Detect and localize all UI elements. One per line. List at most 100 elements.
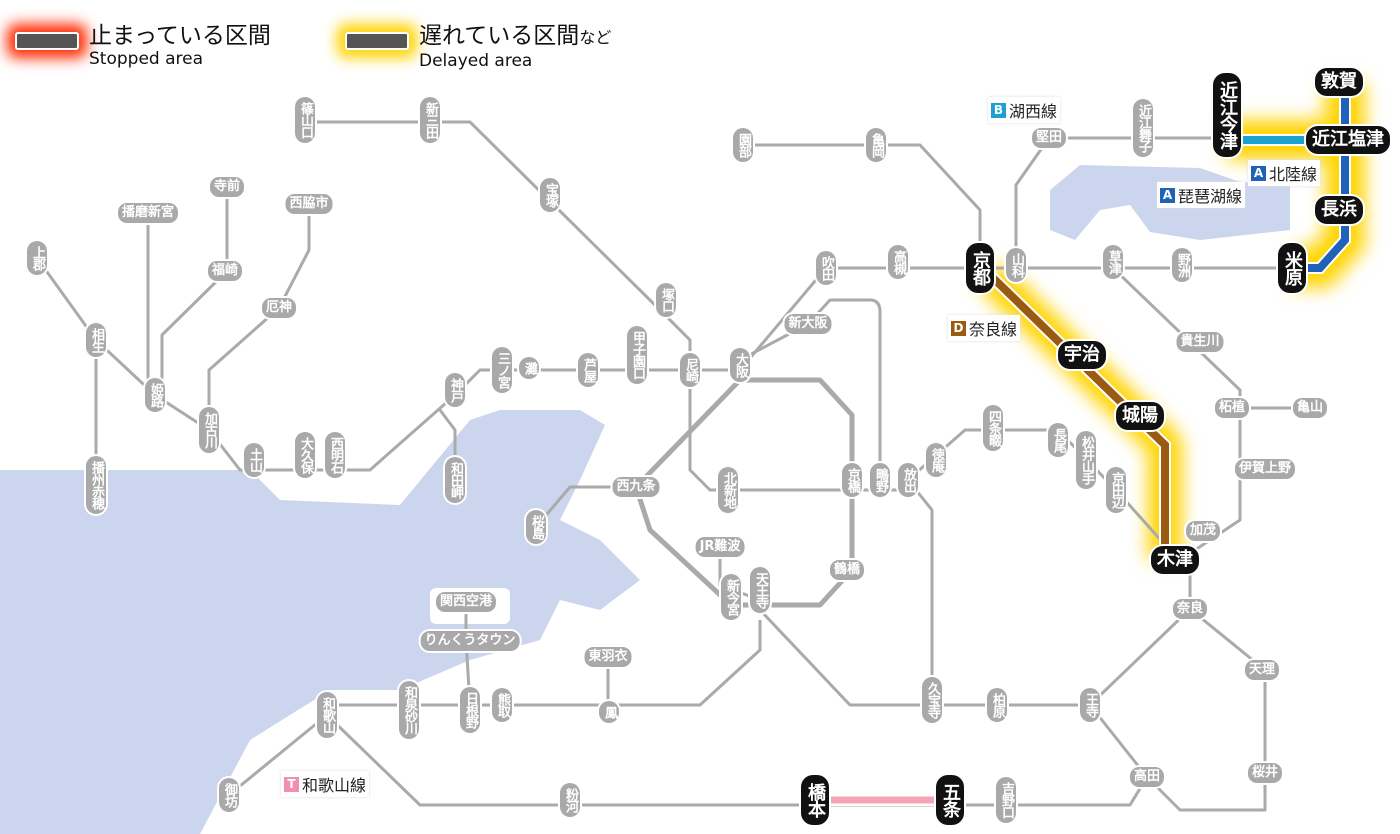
station-normal[interactable]: 堅田	[1031, 128, 1067, 148]
station-normal[interactable]: 日根野	[460, 687, 480, 733]
station-normal[interactable]: 加古川	[199, 407, 219, 453]
station-affected[interactable]: 長浜	[1315, 196, 1363, 224]
station-normal[interactable]: 新今宮	[721, 574, 741, 620]
station-affected[interactable]: 木津	[1151, 546, 1199, 574]
line-badge: D	[951, 320, 966, 336]
station-normal[interactable]: 鳳	[599, 701, 619, 723]
station-normal[interactable]: 久宝寺	[922, 677, 942, 723]
station-normal[interactable]: 北新地	[718, 467, 738, 513]
station-normal[interactable]: 長尾	[1048, 423, 1068, 457]
station-normal[interactable]: 篠山口	[295, 97, 315, 143]
station-normal[interactable]: 亀岡	[866, 128, 886, 162]
line-name: 奈良線	[969, 320, 1018, 339]
station-normal[interactable]: JR難波	[695, 537, 745, 557]
station-normal[interactable]: 西明石	[325, 432, 345, 478]
station-normal[interactable]: 三ノ宮	[492, 347, 512, 393]
station-normal[interactable]: 西脇市	[285, 194, 333, 214]
station-affected[interactable]: 橋本	[801, 775, 829, 825]
station-normal[interactable]: 吉野口	[996, 777, 1016, 823]
station-affected[interactable]: 京都	[966, 243, 994, 293]
legend-stopped: 止まっている区間 Stopped area	[15, 22, 271, 68]
station-normal[interactable]: 播磨新宮	[117, 203, 179, 223]
station-normal[interactable]: 近江舞子	[1133, 99, 1153, 157]
station-affected[interactable]: 米原	[1278, 243, 1306, 293]
station-normal[interactable]: 福崎	[207, 261, 243, 281]
station-normal[interactable]: 京田辺	[1106, 467, 1126, 513]
station-affected[interactable]: 敦賀	[1315, 68, 1363, 96]
station-normal[interactable]: 粉河	[560, 783, 580, 817]
station-normal[interactable]: 草津	[1103, 245, 1123, 279]
station-normal[interactable]: 塚口	[656, 283, 676, 317]
station-normal[interactable]: 桜井	[1247, 763, 1283, 783]
station-normal[interactable]: 天理	[1244, 660, 1280, 680]
station-affected[interactable]: 五条	[936, 775, 964, 825]
station-normal[interactable]: 柏原	[987, 688, 1007, 722]
line-name: 和歌山線	[302, 776, 367, 795]
station-normal[interactable]: 加茂	[1185, 521, 1221, 541]
line-badge: B	[991, 102, 1006, 118]
station-normal[interactable]: 松井山手	[1076, 431, 1096, 489]
line-badge: T	[284, 776, 299, 792]
station-normal[interactable]: 播州赤穂	[86, 456, 106, 514]
station-normal[interactable]: 和泉砂川	[399, 681, 419, 739]
station-normal[interactable]: 甲子園口	[627, 326, 647, 384]
station-normal[interactable]: 大久保	[295, 432, 315, 478]
station-normal[interactable]: 土山	[244, 443, 264, 477]
station-normal[interactable]: 王寺	[1080, 688, 1100, 722]
station-normal[interactable]: 野洲	[1172, 248, 1192, 282]
station-normal[interactable]: 高田	[1129, 767, 1165, 787]
station-normal[interactable]: 柘植	[1214, 398, 1250, 418]
station-normal[interactable]: 関西空港	[435, 592, 497, 612]
station-normal[interactable]: 西九条	[612, 477, 660, 497]
station-normal[interactable]: 貴生川	[1176, 332, 1224, 352]
station-normal[interactable]: 山科	[1006, 248, 1026, 282]
station-normal[interactable]: 天王寺	[750, 567, 770, 613]
sea	[0, 165, 1290, 834]
station-normal[interactable]: 園部	[733, 128, 753, 162]
station-normal[interactable]: 寺前	[209, 177, 245, 197]
station-normal[interactable]: 神戸	[445, 373, 465, 407]
station-normal[interactable]: りんくうタウン	[420, 631, 520, 651]
station-normal[interactable]: 亀山	[1292, 398, 1328, 418]
station-normal[interactable]: 鶴橋	[829, 560, 865, 580]
station-normal[interactable]: 新三田	[420, 97, 440, 143]
station-normal[interactable]: 厄神	[261, 298, 297, 318]
station-normal[interactable]: 徳庵	[926, 443, 946, 477]
station-normal[interactable]: 大阪	[730, 348, 750, 382]
station-normal[interactable]: 和歌山	[317, 692, 337, 738]
station-normal[interactable]: 京橋	[842, 463, 862, 497]
station-normal[interactable]: 奈良	[1172, 599, 1208, 619]
station-normal[interactable]: 鴫野	[870, 463, 890, 497]
delayed-label-en: Delayed area	[419, 51, 533, 71]
station-normal[interactable]: 芦屋	[578, 353, 598, 387]
station-normal[interactable]: 尼崎	[680, 353, 700, 387]
station-normal[interactable]: 四条畷	[983, 405, 1003, 451]
station-normal[interactable]: 相生	[86, 323, 106, 357]
station-normal[interactable]: 放出	[898, 463, 918, 497]
station-normal[interactable]: 和田岬	[445, 457, 465, 503]
station-normal[interactable]: 伊賀上野	[1234, 459, 1296, 479]
station-normal[interactable]: 灘	[519, 357, 539, 379]
station-normal[interactable]: 東羽衣	[584, 647, 632, 667]
station-normal[interactable]: 熊取	[492, 688, 512, 722]
station-normal[interactable]: 上郡	[27, 241, 47, 275]
biwako-hokuriku-line[interactable]	[1292, 82, 1349, 272]
station-normal[interactable]: 新大阪	[784, 314, 832, 334]
station-affected[interactable]: 宇治	[1058, 341, 1106, 369]
nara-line[interactable]	[987, 272, 1169, 560]
station-affected[interactable]: 城陽	[1116, 402, 1164, 430]
station-normal[interactable]: 桜島	[526, 510, 546, 544]
station-normal[interactable]: 姫路	[145, 378, 165, 412]
delayed-swatch	[345, 32, 409, 50]
station-affected[interactable]: 近江今津	[1213, 73, 1241, 157]
station-normal[interactable]: 高槻	[888, 245, 908, 279]
station-normal[interactable]: 御坊	[219, 778, 239, 812]
station-affected[interactable]: 近江塩津	[1306, 126, 1390, 154]
station-normal[interactable]: 宝塚	[540, 178, 560, 212]
station-normal[interactable]: 吹田	[816, 251, 836, 285]
